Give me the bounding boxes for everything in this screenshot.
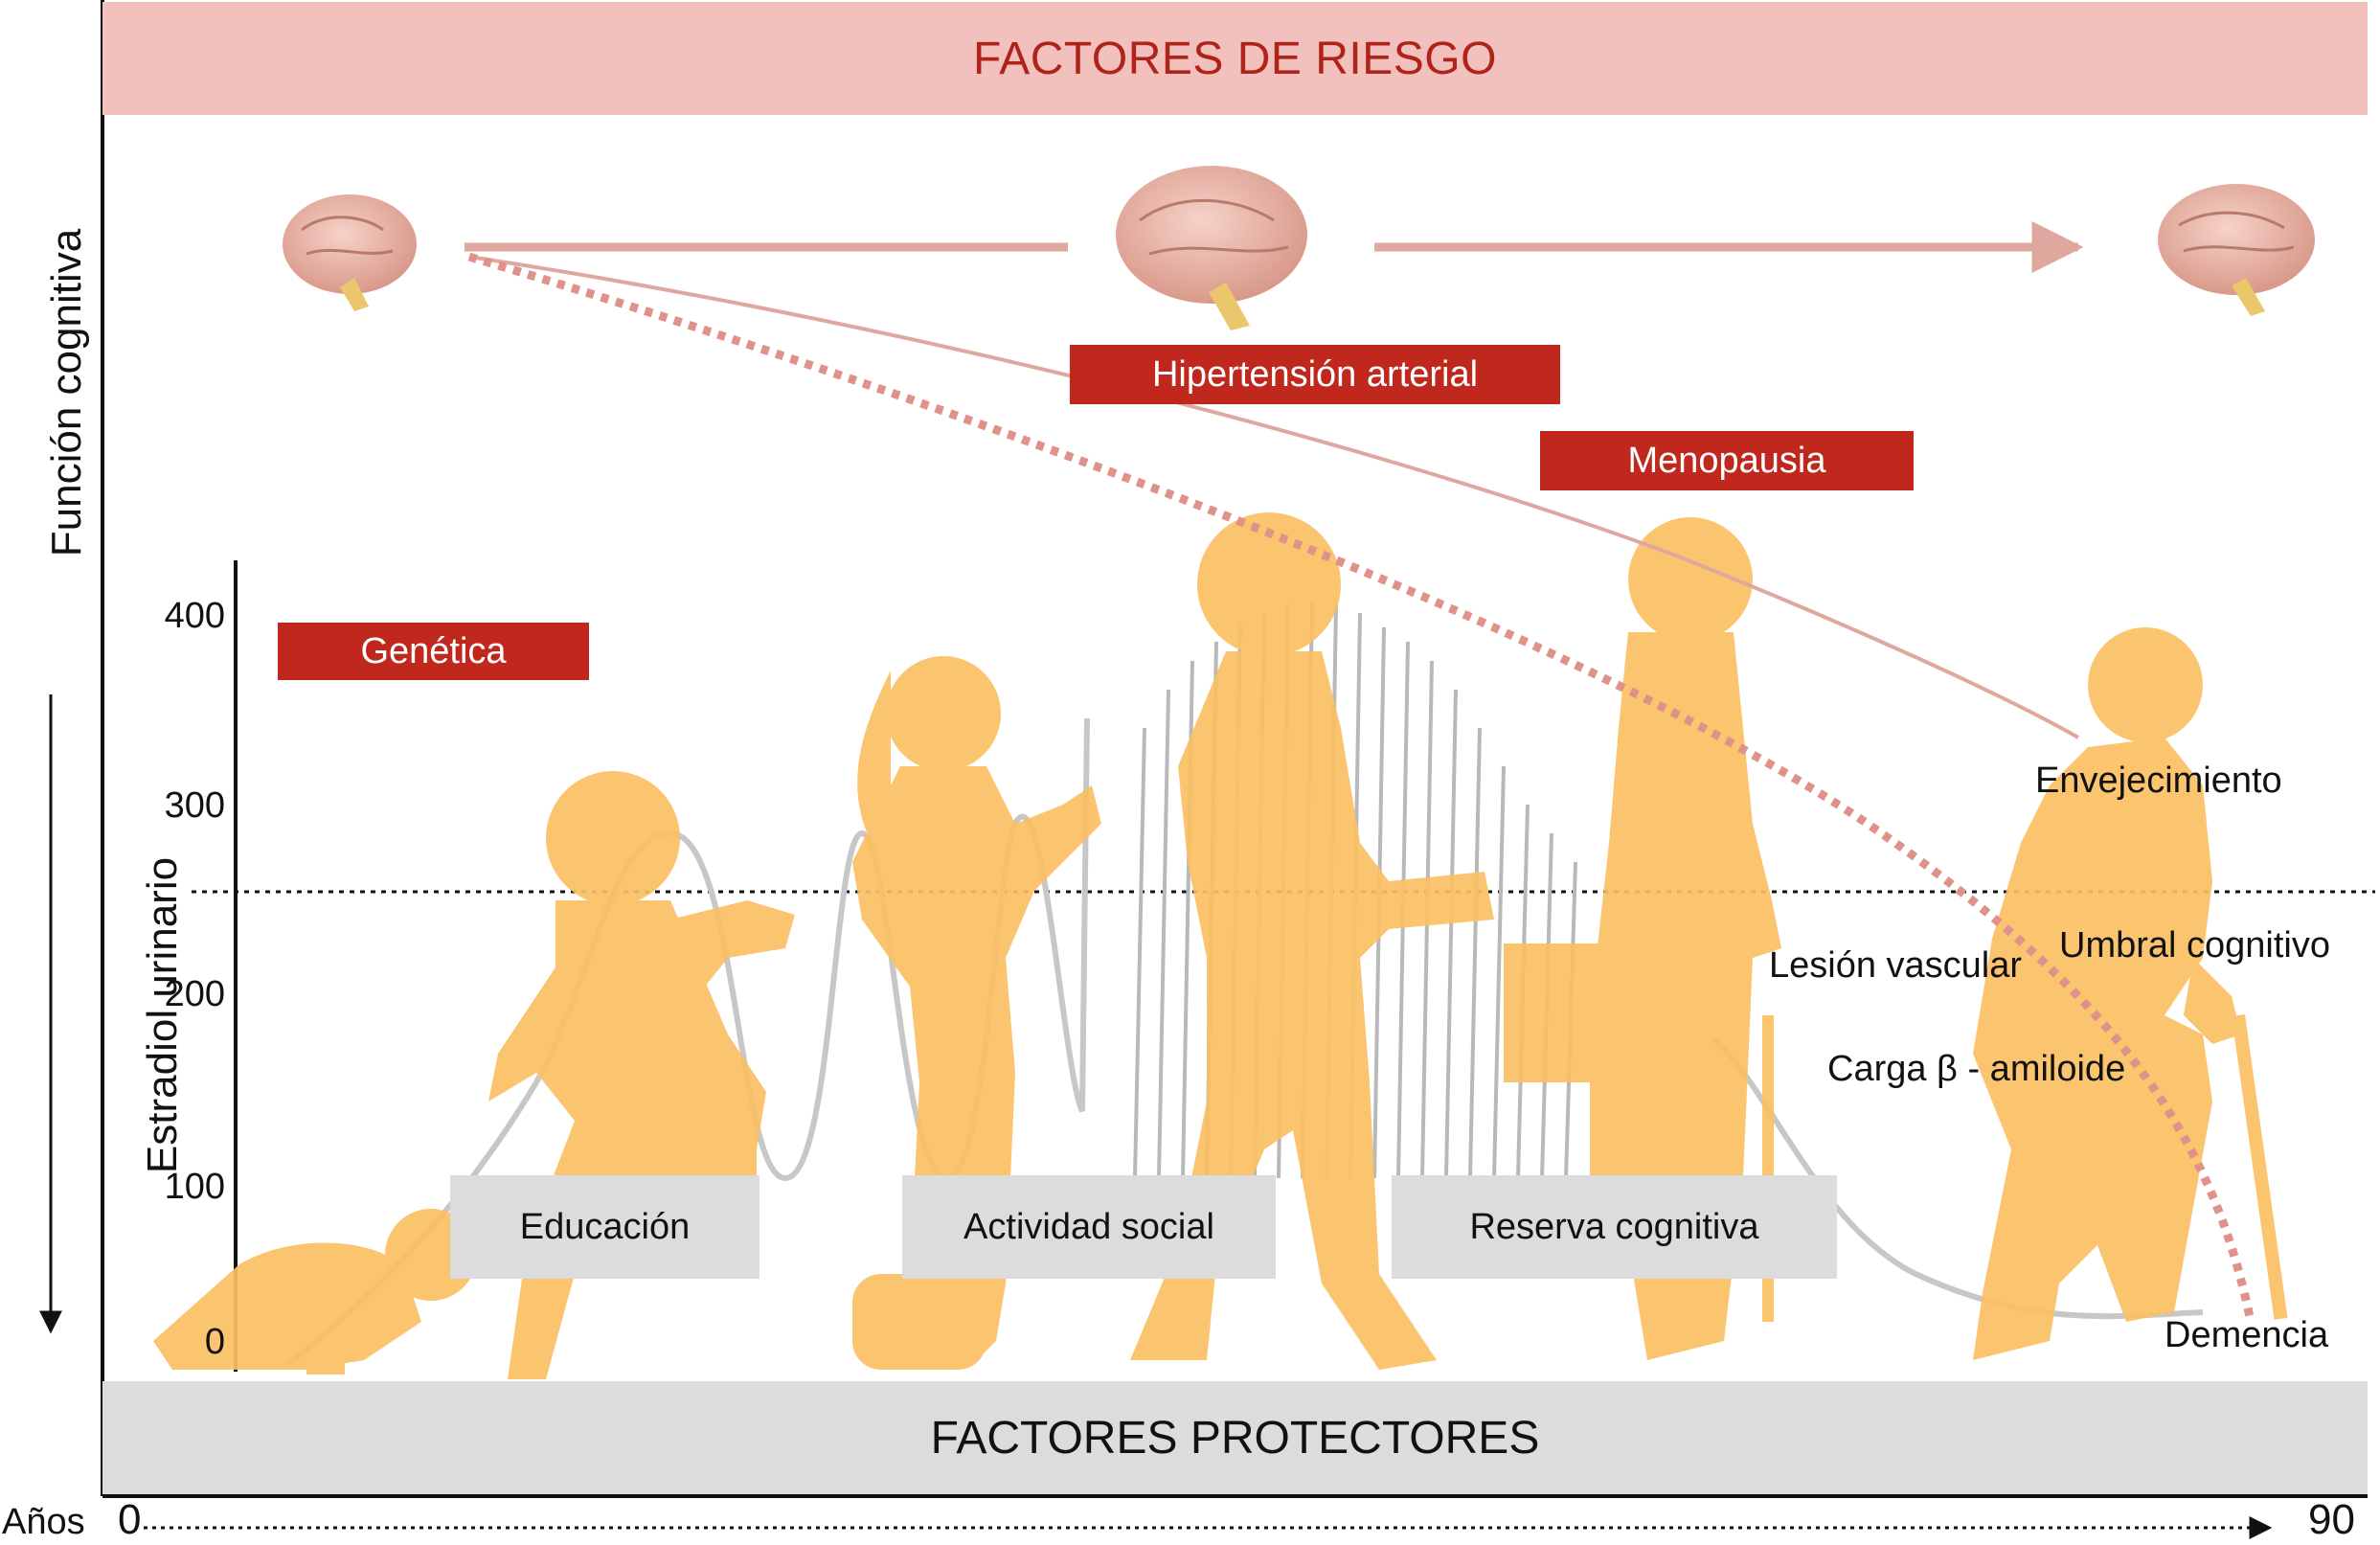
tick-300: 300: [164, 785, 225, 826]
years-label: Años: [2, 1502, 85, 1542]
brain-old-icon: [2158, 184, 2315, 316]
tick-400: 400: [164, 596, 225, 636]
cognitive-reserve-label: Reserva cognitiva: [1392, 1175, 1837, 1279]
brain-young-icon: [283, 194, 417, 311]
tick-100: 100: [164, 1167, 225, 1207]
genetics-label: Genética: [278, 623, 589, 680]
years-start: 0: [118, 1496, 142, 1543]
brain-middle-icon: [1116, 166, 1307, 330]
cognitive-function-axis-title: Función cognitiva: [43, 228, 90, 557]
education-label: Educación: [450, 1175, 759, 1279]
aging-curve: [468, 255, 2079, 739]
tick-200: 200: [164, 974, 225, 1014]
dementia-annotation: Demencia: [2165, 1315, 2329, 1355]
risk-factors-banner: FACTORES DE RIESGO: [102, 2, 2368, 115]
protective-factors-banner: FACTORES PROTECTORES: [102, 1381, 2368, 1494]
elderly-silhouette: [1973, 627, 2288, 1360]
amyloid-annotation: Carga β - amiloide: [1827, 1049, 2126, 1089]
menopause-label: Menopausia: [1540, 431, 1914, 490]
tick-0: 0: [204, 1322, 225, 1362]
years-end: 90: [2308, 1496, 2355, 1543]
child-silhouette: [488, 771, 795, 1379]
aging-annotation: Envejecimiento: [2035, 761, 2282, 801]
dementia-decline: [467, 252, 2255, 1323]
vascular-lesion-annotation: Lesión vascular: [1769, 945, 2023, 986]
hypertension-label: Hipertensión arterial: [1070, 345, 1560, 404]
estradiol-axis-title: Estradiol urinario: [139, 856, 186, 1174]
threshold-annotation: Umbral cognitivo: [2059, 925, 2330, 966]
social-activity-label: Actividad social: [902, 1175, 1276, 1279]
